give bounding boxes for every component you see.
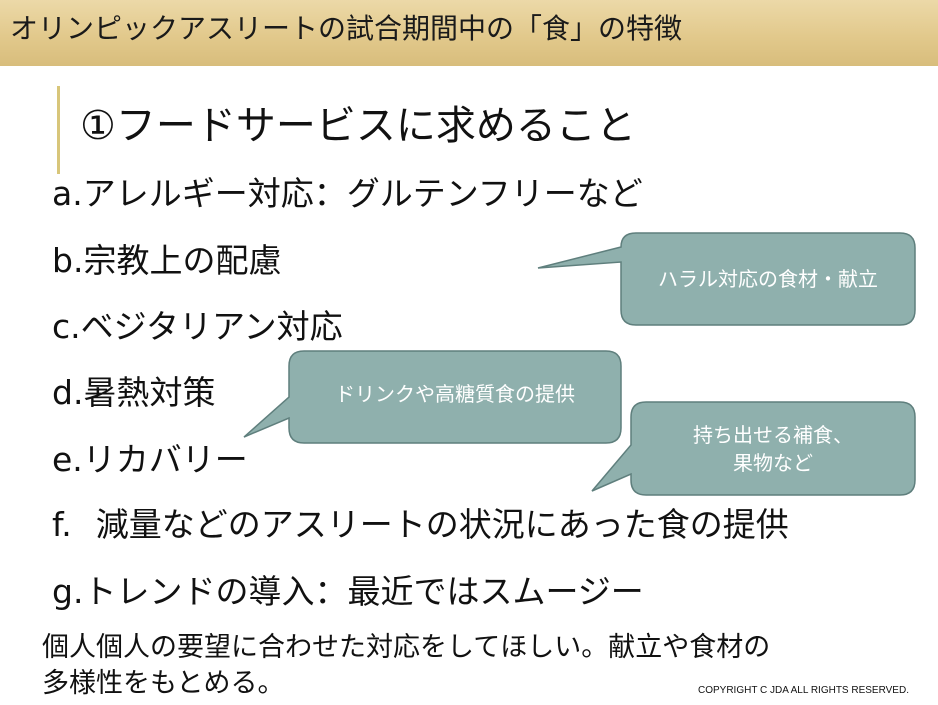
list-marker: c. xyxy=(52,307,81,346)
list-item-text: ベジタリアン対応 xyxy=(80,307,343,346)
callout-text-snack-line2: 果物など xyxy=(733,451,813,475)
section-accent-bar xyxy=(57,86,60,174)
summary-text: 個人個人の要望に合わせた対応をしてほしい。献立や食材の 多様性をもとめる。 xyxy=(42,630,770,702)
list-marker: f. xyxy=(52,505,72,544)
callout-text-drink: ドリンクや高糖質食の提供 xyxy=(335,382,575,406)
slide-header: オリンピックアスリートの試合期間中の「食」の特徴 xyxy=(0,0,938,66)
section-title: ①フードサービスに求めること xyxy=(80,103,636,149)
list-item-d: d.暑熱対策 xyxy=(52,373,215,413)
list-marker: b. xyxy=(52,241,84,280)
list-marker: g. xyxy=(52,572,84,611)
list-item-text: トレンドの導入：最近ではスムージー xyxy=(83,572,644,611)
list-item-c: c.ベジタリアン対応 xyxy=(52,307,343,347)
list-item-g: g.トレンドの導入：最近ではスムージー xyxy=(52,572,644,612)
list-item-b: b.宗教上の配慮 xyxy=(52,241,281,281)
callout-bubble-snack xyxy=(591,401,916,496)
callout-bubble-halal xyxy=(537,232,916,326)
list-marker: a. xyxy=(52,174,83,213)
list-item-text: リカバリー xyxy=(82,440,248,479)
list-item-f: f. 減量などのアスリートの状況にあった食の提供 xyxy=(52,505,789,545)
callout-text-snack-line1: 持ち出せる補食、 xyxy=(693,423,853,447)
list-item-a: a.アレルギー対応：グルテンフリーなど xyxy=(52,174,643,214)
list-item-text: アレルギー対応：グルテンフリーなど xyxy=(82,174,643,213)
list-item-text: 宗教上の配慮 xyxy=(83,241,282,280)
summary-line2: 多様性をもとめる。 xyxy=(42,668,285,699)
callout-text-snack: 持ち出せる補食、 果物など xyxy=(631,421,915,477)
copyright-notice: COPYRIGHT C JDA ALL RIGHTS RESERVED. xyxy=(698,685,909,696)
list-item-text: 減量などのアスリートの状況にあった食の提供 xyxy=(95,505,789,544)
summary-line1: 個人個人の要望に合わせた対応をしてほしい。献立や食材の xyxy=(42,632,771,663)
list-marker: e. xyxy=(52,440,83,479)
list-item-text: 暑熱対策 xyxy=(83,373,216,412)
list-marker: d. xyxy=(52,373,84,412)
slide-title: オリンピックアスリートの試合期間中の「食」の特徴 xyxy=(10,12,683,45)
list-item-e: e.リカバリー xyxy=(52,440,248,480)
callout-text-halal: ハラル対応の食材・献立 xyxy=(658,267,878,291)
callout-bubble-drink xyxy=(243,350,622,444)
